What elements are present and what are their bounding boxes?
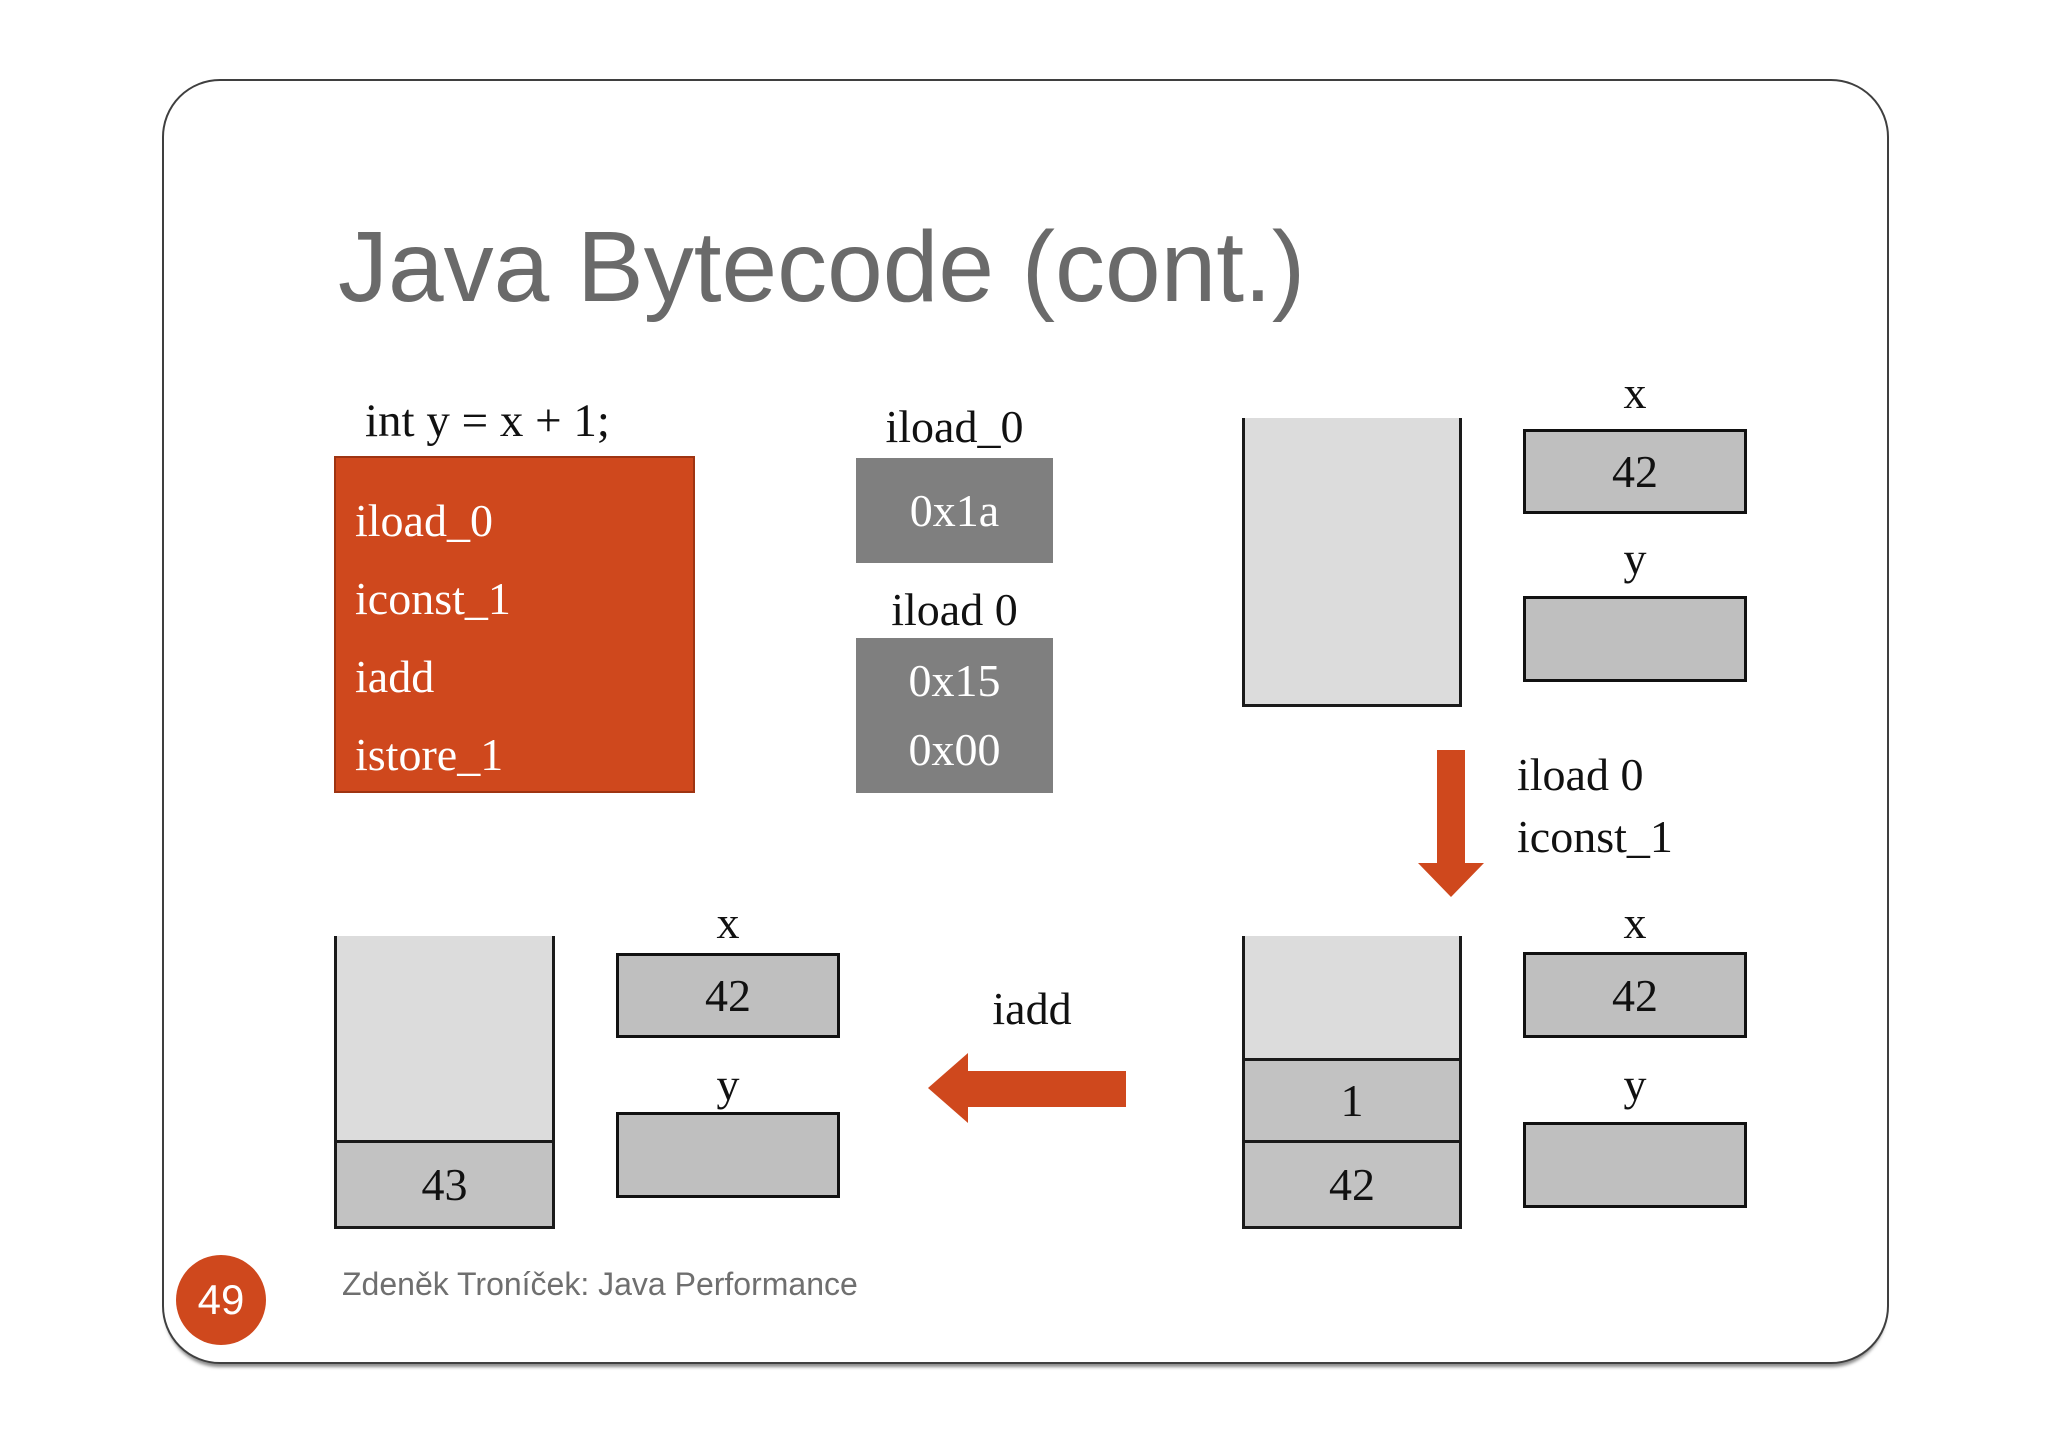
stack-empty-space [337, 936, 552, 1140]
var-y-box [1523, 596, 1747, 682]
var-x-label: x [716, 897, 740, 948]
encoding-iload-bytes-box: 0x15 0x00 [856, 638, 1053, 793]
encoding-iload-label: iload 0 [891, 584, 1018, 635]
stack-cell: 43 [337, 1140, 552, 1226]
operand-stack-initial [1242, 418, 1462, 707]
var-y-box [1523, 1122, 1747, 1208]
var-x-label: x [1623, 367, 1647, 418]
byte-value: 0x15 [908, 655, 1001, 707]
down-arrow-head-icon [1418, 863, 1484, 897]
var-y-box [616, 1112, 840, 1198]
page-number-badge: 49 [176, 1255, 266, 1345]
transition-iadd-label: iadd [992, 983, 1072, 1034]
bytecode-line: iconst_1 [355, 573, 511, 624]
bytecode-line: iload_0 [355, 495, 493, 546]
operand-stack-added: 43 [334, 936, 555, 1229]
var-x-label: x [1623, 897, 1647, 948]
bytecode-line: iadd [355, 651, 435, 702]
var-x-box: 42 [1523, 952, 1747, 1038]
source-code-label: int y = x + 1; [365, 395, 610, 447]
bytecode-listing-box: iload_0 iconst_1 iadd istore_1 [334, 456, 695, 793]
byte-value: 0x00 [908, 723, 1001, 775]
bytecode-line: istore_1 [355, 729, 504, 780]
transition-push-line: iload 0 [1517, 749, 1644, 800]
stack-cell: 42 [1245, 1140, 1459, 1226]
var-x-box: 42 [616, 953, 840, 1038]
encoding-iload0-label: iload_0 [885, 401, 1024, 452]
footer-credit: Zdeněk Troníček: Java Performance [342, 1266, 858, 1302]
var-x-box: 42 [1523, 429, 1747, 514]
stack-empty-space [1245, 936, 1459, 1058]
slide-title: Java Bytecode (cont.) [338, 211, 1306, 323]
transition-push-line: iconst_1 [1517, 811, 1673, 862]
encoding-iload0-bytes-box: 0x1a [856, 458, 1053, 563]
left-arrow-icon [966, 1071, 1126, 1107]
var-y-label: y [1623, 533, 1647, 584]
stack-cell: 1 [1245, 1058, 1459, 1140]
var-y-label: y [716, 1059, 740, 1110]
down-arrow-icon [1437, 750, 1465, 863]
operand-stack-pushed: 1 42 [1242, 936, 1462, 1229]
left-arrow-head-icon [928, 1053, 968, 1123]
byte-value: 0x1a [909, 484, 1000, 536]
var-y-label: y [1623, 1059, 1647, 1110]
